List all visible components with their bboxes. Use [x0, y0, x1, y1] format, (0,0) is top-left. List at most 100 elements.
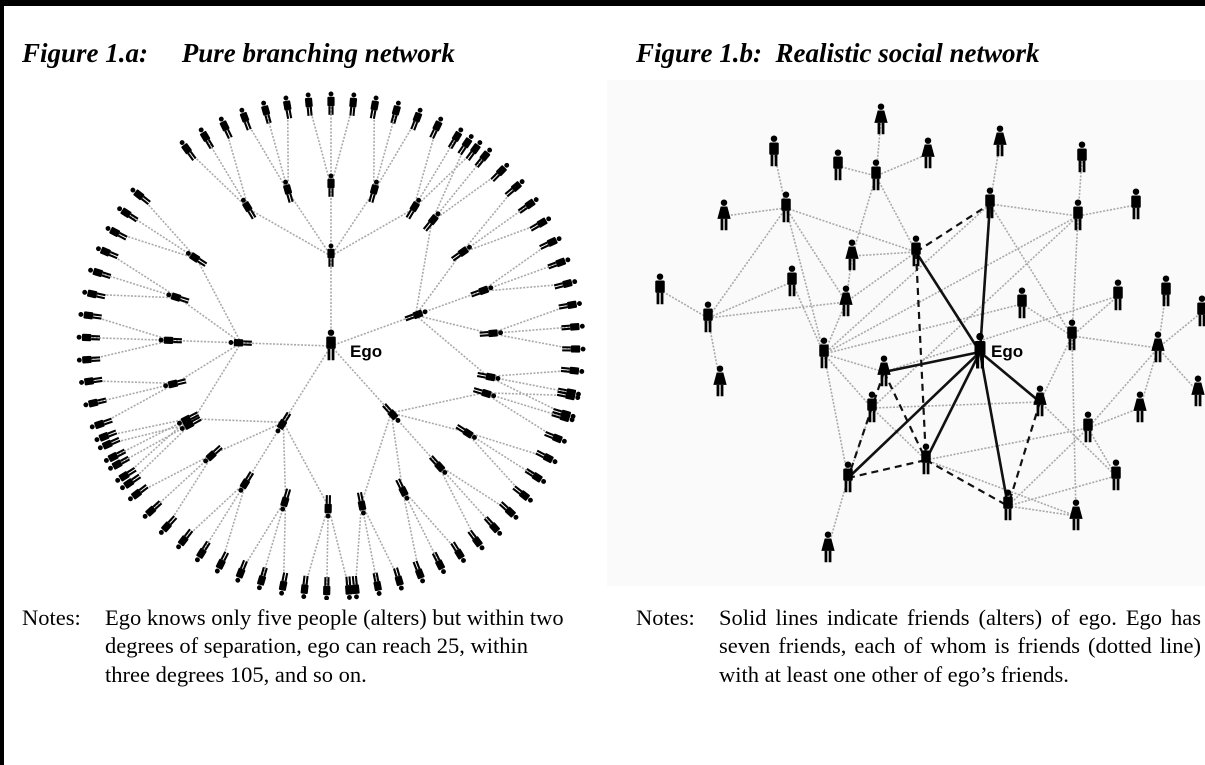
- person-icon: [921, 137, 935, 169]
- person-icon: [238, 471, 255, 493]
- tie-line: [282, 345, 332, 423]
- person-icon: [82, 289, 106, 300]
- tie-line: [823, 353, 849, 479]
- person-icon: [158, 515, 178, 535]
- person-icon: [142, 500, 163, 519]
- person-icon: [275, 411, 292, 434]
- tie-line: [823, 215, 1079, 355]
- person-icon: [467, 529, 485, 551]
- ego-friend-solid-line: [924, 351, 982, 461]
- ego-friend-solid-line: [883, 350, 981, 374]
- person-icon: [349, 92, 358, 116]
- ego-label-a: Ego: [350, 342, 382, 361]
- ego-label-b: Ego: [991, 342, 1023, 361]
- friend-person-icon: [921, 443, 931, 475]
- ego-friend-solid-line: [978, 351, 1010, 507]
- person-icon: [163, 378, 187, 389]
- tie-line: [1039, 335, 1073, 403]
- tie-line: [1077, 204, 1137, 217]
- tie-line: [175, 342, 242, 385]
- tie-line: [282, 421, 329, 507]
- person-icon: [395, 478, 410, 501]
- person-icon: [1083, 411, 1093, 443]
- person-icon: [368, 179, 379, 203]
- tie-line: [871, 407, 927, 461]
- tie-line: [845, 251, 917, 303]
- person-icon: [194, 540, 211, 563]
- person-icon: [120, 473, 142, 491]
- ego-person-icon: [974, 332, 986, 369]
- tie-line: [241, 342, 332, 347]
- tie-line: [177, 297, 242, 344]
- tie-line: [785, 207, 847, 303]
- person-icon: [256, 566, 268, 591]
- tie-line: [190, 342, 242, 424]
- person-icon: [327, 91, 335, 115]
- tie-line: [390, 412, 404, 490]
- person-icon: [819, 337, 829, 369]
- tie-line: [925, 459, 1077, 517]
- network-b-nodes: [655, 103, 1205, 563]
- person-icon: [845, 239, 859, 271]
- tie-line: [360, 412, 392, 504]
- tie-line: [212, 421, 284, 455]
- person-icon: [547, 257, 571, 270]
- tie-line: [202, 481, 247, 552]
- tie-line: [401, 488, 440, 563]
- person-icon: [821, 531, 835, 563]
- tie-line: [1007, 427, 1089, 507]
- tie-line: [1071, 335, 1159, 349]
- tie-line: [1007, 475, 1117, 507]
- tie-line: [1157, 311, 1203, 349]
- person-icon: [1191, 375, 1205, 407]
- tie-line: [261, 499, 287, 579]
- person-icon: [128, 484, 149, 502]
- person-icon: [450, 244, 472, 262]
- person-icon: [457, 134, 474, 156]
- person-icon: [1161, 275, 1171, 307]
- person-icon: [450, 541, 466, 563]
- ego-friend-solid-line: [914, 251, 982, 353]
- person-icon: [228, 339, 252, 347]
- tie-line: [412, 138, 457, 210]
- person-icon: [1111, 459, 1121, 491]
- notes-text-a: Ego knows only five people (alters) but …: [105, 605, 564, 687]
- person-icon: [240, 197, 257, 220]
- person-icon: [1067, 319, 1077, 351]
- tie-line: [188, 417, 284, 424]
- person-icon: [465, 140, 483, 161]
- person-icon: [239, 107, 252, 131]
- tie-line: [837, 165, 877, 177]
- person-icon: [544, 430, 567, 444]
- tie-line: [490, 326, 573, 335]
- person-icon: [176, 528, 194, 550]
- person-icon: [410, 107, 423, 131]
- person-icon: [324, 495, 332, 519]
- person-icon: [479, 329, 504, 338]
- tie-line: [115, 417, 189, 457]
- ego-person-icon: [326, 329, 336, 361]
- person-icon: [412, 560, 426, 584]
- person-icon: [1077, 141, 1087, 173]
- person-icon: [130, 187, 151, 206]
- friend-of-friend-dashed-line: [883, 371, 927, 461]
- figure-a-title: Figure 1.a: Pure branching network: [22, 38, 455, 68]
- notes-label-b: Notes:: [636, 605, 695, 630]
- person-icon: [422, 211, 441, 232]
- person-icon: [89, 417, 113, 430]
- person-icon: [713, 365, 727, 397]
- tie-line: [871, 215, 1079, 409]
- person-icon: [179, 416, 202, 431]
- tie-line: [415, 314, 491, 335]
- person-icon: [428, 455, 448, 475]
- person-icon: [280, 488, 292, 512]
- person-icon: [1073, 199, 1083, 231]
- tie-line: [118, 422, 192, 465]
- person-icon: [404, 309, 428, 322]
- person-icon: [472, 387, 497, 399]
- tie-line: [1071, 295, 1119, 337]
- ego-friend-solid-line: [847, 351, 981, 479]
- friend-person-icon: [911, 235, 921, 267]
- person-icon: [94, 429, 118, 443]
- person-icon: [117, 206, 139, 223]
